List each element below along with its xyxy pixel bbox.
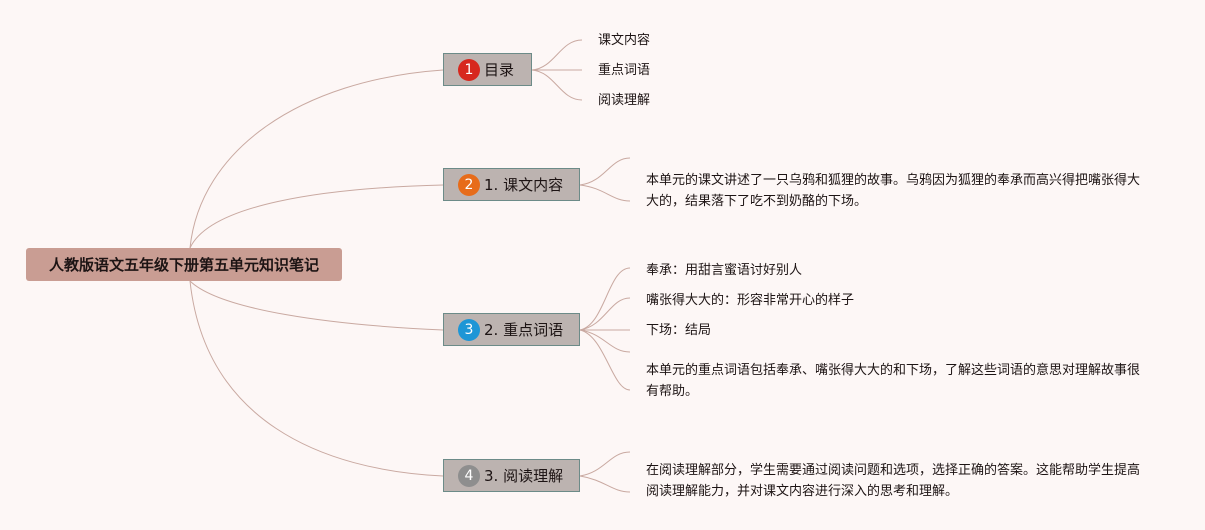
leaf-paragraph[interactable]: 在阅读理解部分，学生需要通过阅读问题和选项，选择正确的答案。这能帮助学生提高阅读…	[646, 463, 1141, 499]
leaf-item[interactable]: 嘴张得大大的：形容非常开心的样子	[646, 293, 855, 308]
branch-label: 1. 课文内容	[484, 176, 564, 194]
connector-root-b4	[189, 280, 444, 477]
branch-label: 3. 阅读理解	[484, 467, 564, 485]
branch-lesson-content[interactable]: 2 1. 课文内容	[443, 168, 580, 201]
branch-label: 2. 重点词语	[484, 321, 564, 339]
connector-root-b2	[189, 184, 444, 249]
branch-label: 目录	[484, 61, 515, 79]
connector-b4-c1b	[579, 475, 631, 493]
branch-key-words[interactable]: 3 2. 重点词语	[443, 313, 580, 346]
root-topic[interactable]: 人教版语文五年级下册第五单元知识笔记	[26, 248, 342, 281]
connector-b2-c1	[579, 157, 631, 186]
connector-b1-c1	[531, 39, 583, 71]
number-badge-3: 3	[458, 318, 480, 341]
leaf-item[interactable]: 奉承：用甜言蜜语讨好别人	[646, 263, 803, 278]
leaf-item[interactable]: 下场：结局	[646, 323, 712, 338]
connector-root-b3	[189, 280, 444, 331]
connector-b4-c1	[579, 451, 631, 477]
leaf-paragraph[interactable]: 本单元的课文讲述了一只乌鸦和狐狸的故事。乌鸦因为狐狸的奉承而高兴得把嘴张得大大的…	[646, 173, 1141, 209]
connector-b1-c3	[531, 69, 583, 101]
leaf-paragraph[interactable]: 本单元的重点词语包括奉承、嘴张得大大的和下场，了解这些词语的意思对理解故事很有帮…	[646, 363, 1141, 399]
connector-root-b1	[189, 69, 444, 249]
connector-b3-c1	[579, 267, 631, 331]
number-badge-4: 4	[458, 464, 480, 487]
connector-b2-c1b	[579, 184, 631, 202]
connector-b3-c2	[579, 297, 631, 331]
connector-b3-c4	[579, 329, 631, 353]
leaf-item[interactable]: 课文内容	[598, 33, 651, 48]
branch-reading[interactable]: 4 3. 阅读理解	[443, 459, 580, 492]
root-topic-label: 人教版语文五年级下册第五单元知识笔记	[48, 256, 319, 274]
number-badge-1: 1	[458, 58, 480, 81]
leaf-item[interactable]: 阅读理解	[598, 93, 651, 108]
leaf-item[interactable]: 重点词语	[598, 63, 651, 78]
branch-toc[interactable]: 1 目录	[443, 53, 532, 86]
connector-b3-c4b	[579, 329, 631, 391]
number-badge-2: 2	[458, 173, 480, 196]
